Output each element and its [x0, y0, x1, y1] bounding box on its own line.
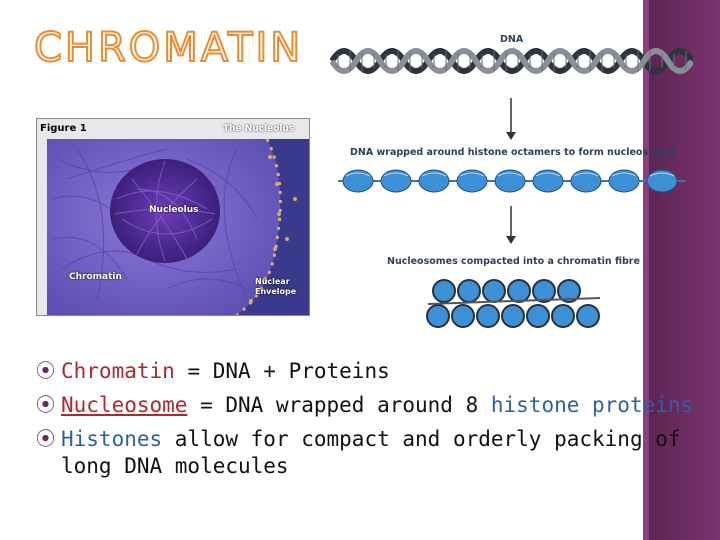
bullet-chromatin: ⦿Chromatin = DNA + Proteins	[36, 354, 720, 388]
nucleosome-row	[338, 169, 686, 193]
bullet-icon: ⦿	[36, 428, 56, 450]
bullet-2-text: = DNA wrapped around 8	[187, 393, 491, 417]
nuclear-envelope-line2: Envelope	[255, 287, 297, 296]
nucleolus-label: Nucleolus	[149, 205, 199, 215]
step1-label: DNA wrapped around histone octamers to f…	[350, 147, 677, 158]
dna-label: DNA	[500, 34, 524, 45]
term-histone-proteins: histone proteins	[490, 393, 694, 417]
chromatin-label: Chromatin	[69, 272, 122, 282]
bullet-icon: ⦿	[36, 360, 56, 382]
bullet-list: ⦿Chromatin = DNA + Proteins ⦿Nucleosome …	[36, 354, 720, 480]
dna-packing-illustration	[329, 48, 695, 328]
figure-label: Figure 1	[40, 123, 87, 134]
bullet-3-continuation: long DNA molecules	[61, 454, 289, 478]
term-nucleosome: Nucleosome	[61, 393, 188, 417]
bullet-icon: ⦿	[36, 394, 56, 416]
slide-title: CHROMATIN	[33, 25, 304, 71]
nuclear-envelope-line1: Nuclear	[255, 277, 290, 286]
bullet-histones: ⦿Histones allow for compact and orderly …	[36, 422, 720, 456]
decorative-sidebar	[643, 0, 720, 540]
nucleolus-figure: Figure 1 The Nucleolus Nucleolus Chromat…	[36, 118, 310, 316]
figure-heading: The Nucleolus	[223, 124, 295, 134]
arrow-1-head	[506, 132, 516, 140]
bullet-histones-continuation: long DNA molecules	[36, 452, 720, 480]
bullet-nucleosome: ⦿Nucleosome = DNA wrapped around 8 histo…	[36, 388, 720, 422]
arrow-2-head	[506, 236, 516, 244]
step2-label: Nucleosomes compacted into a chromatin f…	[387, 256, 640, 267]
nucleolus-illustration	[37, 119, 309, 315]
dna-packing-diagram: DNA DNA wrapped around histone octamers …	[329, 26, 695, 340]
term-chromatin: Chromatin	[61, 359, 175, 383]
bullet-1-text: = DNA + Proteins	[174, 359, 390, 383]
chromatin-fibre	[426, 279, 601, 328]
nuclear-envelope-label: Nuclear Envelope	[255, 277, 296, 297]
dna-helix-graphic	[329, 48, 695, 74]
term-histones: Histones	[61, 427, 163, 451]
bullet-3-text: allow for compact and orderly packing of	[162, 427, 681, 451]
